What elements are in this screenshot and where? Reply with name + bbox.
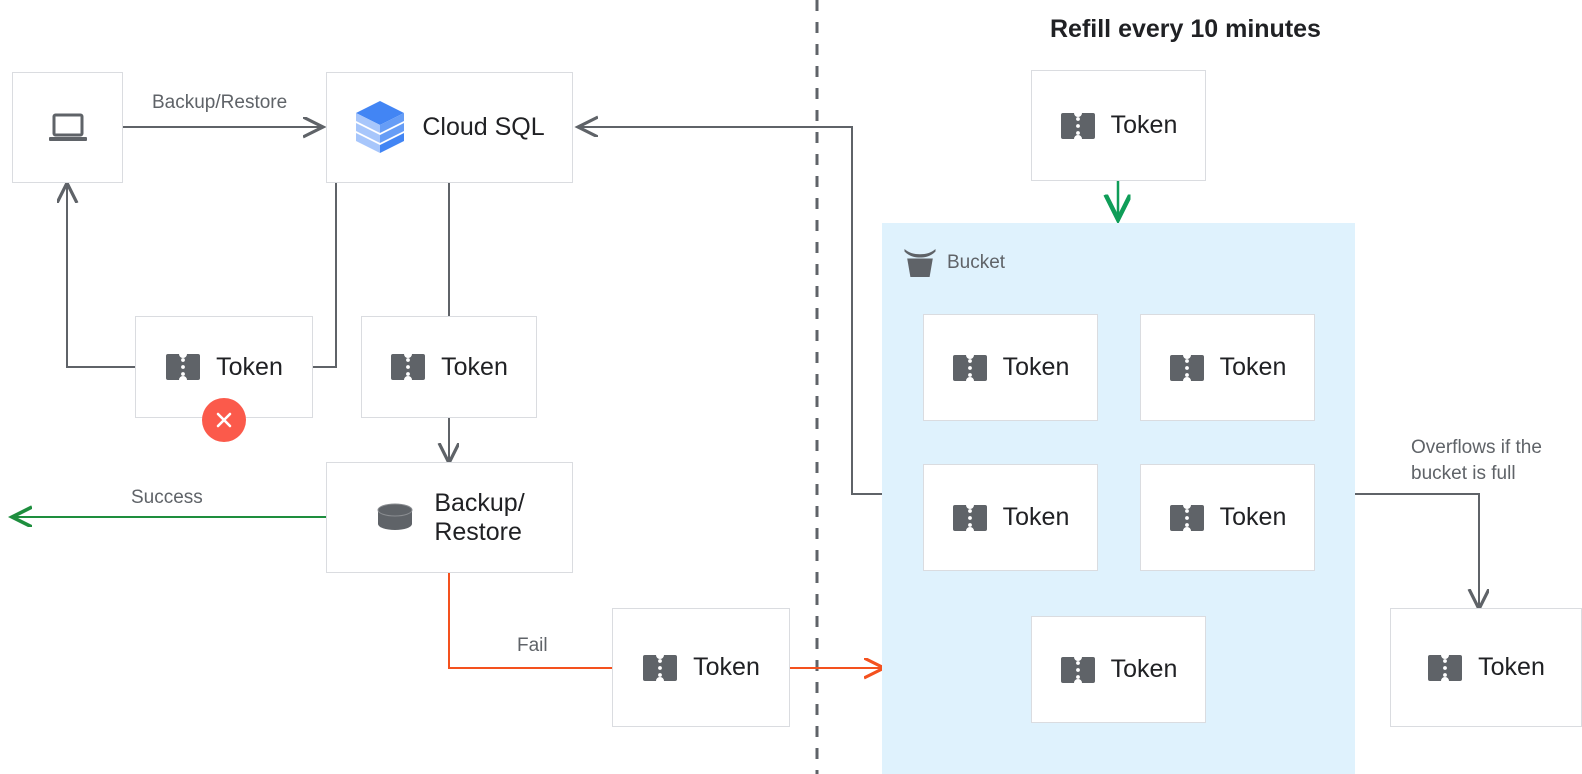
edge-token-left-to-client xyxy=(67,185,135,368)
edge-label-backup-restore: Backup/Restore xyxy=(152,92,288,113)
node-bucket-token-4[interactable]: Token xyxy=(1140,464,1315,571)
node-token-fail[interactable]: Token xyxy=(612,608,790,727)
bucket-label: Bucket xyxy=(947,252,1006,273)
token-icon xyxy=(643,654,678,681)
token-icon xyxy=(1428,654,1463,681)
node-bucket-token-3[interactable]: Token xyxy=(923,464,1098,571)
node-client[interactable] xyxy=(12,72,123,183)
cloud-sql-icon xyxy=(356,100,405,153)
token-icon xyxy=(1169,354,1204,381)
node-token-mid[interactable]: Token xyxy=(361,316,537,418)
node-backup-restore-line2: Restore xyxy=(434,517,522,546)
token-icon xyxy=(391,354,426,380)
bucket-token-5-label: Token xyxy=(1110,655,1178,684)
node-token-refill-label: Token xyxy=(1110,111,1178,140)
bucket-token-2-label: Token xyxy=(1219,353,1287,382)
title-refill: Refill every 10 minutes xyxy=(1050,15,1321,43)
token-icon xyxy=(952,504,987,531)
bucket-icon xyxy=(904,249,936,277)
edge-label-success: Success xyxy=(131,487,203,508)
node-token-fail-label: Token xyxy=(693,653,760,682)
bucket-token-3-label: Token xyxy=(1002,503,1070,532)
node-token-refill[interactable]: Token xyxy=(1031,70,1206,181)
token-icon xyxy=(1169,504,1204,531)
database-icon xyxy=(377,503,413,530)
edge-label-overflow: Overflows if the bucket is full xyxy=(1411,435,1581,486)
node-token-overflow[interactable]: Token xyxy=(1390,608,1582,727)
laptop-icon xyxy=(48,113,87,141)
node-bucket-token-5[interactable]: Token xyxy=(1031,616,1206,723)
error-x-badge xyxy=(202,398,246,442)
node-backup-restore[interactable]: Backup/ Restore xyxy=(326,462,573,573)
node-token-overflow-label: Token xyxy=(1478,653,1545,682)
edge-bucket-overflow xyxy=(1355,493,1479,607)
node-cloud-sql[interactable]: Cloud SQL xyxy=(326,72,573,183)
edge-label-overflow-line2: bucket is full xyxy=(1411,462,1516,484)
node-cloud-sql-label: Cloud SQL xyxy=(422,113,545,142)
edge-label-fail: Fail xyxy=(517,635,548,656)
edge-cloudsql-to-token-left xyxy=(313,182,337,368)
token-icon xyxy=(1060,656,1095,683)
bucket-header: Bucket xyxy=(903,248,1005,278)
edge-bucket-to-cloudsql xyxy=(580,127,882,495)
token-icon xyxy=(1060,112,1095,139)
node-token-mid-label: Token xyxy=(441,352,508,381)
node-bucket-token-2[interactable]: Token xyxy=(1140,314,1315,421)
node-token-left-label: Token xyxy=(216,352,283,381)
bucket-token-4-label: Token xyxy=(1219,503,1287,532)
token-icon xyxy=(952,354,987,381)
bucket-token-1-label: Token xyxy=(1002,353,1070,382)
edge-label-overflow-line1: Overflows if the xyxy=(1411,437,1542,458)
close-icon xyxy=(216,412,232,428)
node-backup-restore-line1: Backup/ xyxy=(434,488,525,517)
node-bucket-token-1[interactable]: Token xyxy=(923,314,1098,421)
token-icon xyxy=(166,354,201,380)
